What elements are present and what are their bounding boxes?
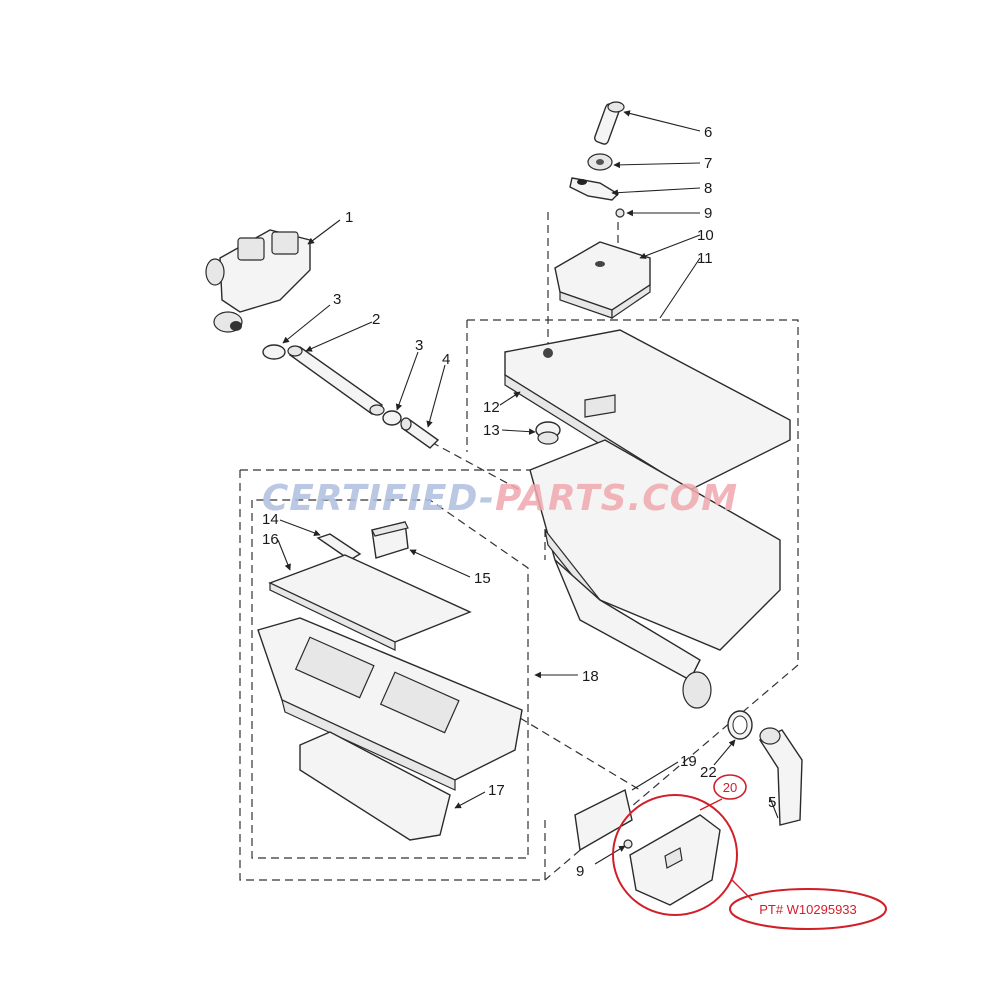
- part-18-dispenser-drawer: [257, 617, 523, 791]
- part-number-label: PT# W10295933: [759, 902, 857, 917]
- callout-12: 12: [483, 399, 500, 416]
- callout-19: 19: [680, 753, 697, 770]
- callout-17: 17: [488, 782, 505, 799]
- part-6-screw: [594, 101, 625, 145]
- part-11-dispenser-housing: [504, 329, 791, 709]
- part-2-hose: [287, 345, 385, 416]
- callout-16: 16: [262, 531, 279, 548]
- callout-7: 7: [704, 155, 712, 172]
- callout-11: 11: [697, 250, 713, 267]
- leader-dashed-drawer: [519, 717, 641, 791]
- part-4-connector: [400, 417, 440, 449]
- part-number-oval: [729, 888, 887, 930]
- highlight-connector: [699, 798, 723, 811]
- callout-labels: 1 2 3 3 4 5 6 7 8 9 9 10 11 12 13 14 15 …: [262, 124, 776, 880]
- part-19-bracket: [574, 788, 633, 852]
- callout-3-right: 3: [415, 337, 423, 354]
- part-20-drawer-handle: [629, 814, 721, 906]
- part-7-washer: [587, 153, 613, 171]
- part-14-siphon: [316, 533, 362, 561]
- callout-9-bottom: 9: [576, 863, 584, 880]
- part-8-gasket: [569, 177, 620, 201]
- callout-22: 22: [700, 764, 717, 781]
- part-1-water-valve: [205, 229, 311, 333]
- watermark: CERTIFIED- PARTS.COM: [262, 478, 738, 519]
- part-17-drawer-tray: [299, 731, 451, 841]
- highlight-circle-part-20: [713, 774, 747, 800]
- callout-14: 14: [262, 511, 279, 528]
- part-9-screw-top: [615, 208, 625, 218]
- callout-15: 15: [474, 570, 491, 587]
- callout-4: 4: [442, 351, 450, 368]
- callout-1: 1: [345, 209, 353, 226]
- assembly-boundary-11: [466, 319, 799, 881]
- callout-13: 13: [483, 422, 500, 439]
- part-5-elbow-hose: [758, 727, 803, 826]
- part-9-screw-bottom: [623, 839, 633, 849]
- callout-2: 2: [372, 311, 380, 328]
- callout-18: 18: [582, 668, 599, 685]
- callout-20: 20: [723, 780, 737, 795]
- part-10-mount: [554, 241, 651, 320]
- callout-9-top: 9: [704, 205, 712, 222]
- leader-lines: [277, 110, 779, 865]
- watermark-part-1: CERTIFIED-: [262, 478, 495, 519]
- highlight-circle-handle: [612, 794, 738, 916]
- callout-6: 6: [704, 124, 712, 141]
- callout-3-left: 3: [333, 291, 341, 308]
- leader-dashed-hose: [419, 435, 521, 491]
- callout-5: 5: [768, 794, 776, 811]
- part-3-clamp-right: [382, 410, 402, 426]
- part-22-ring: [727, 710, 753, 740]
- part-13-valve-cap: [535, 421, 561, 445]
- assembly-boundary-18-inner: [251, 499, 529, 859]
- callout-8: 8: [704, 180, 712, 197]
- watermark-part-2: PARTS.COM: [495, 478, 738, 519]
- highlight-annotation: 20 PT# W10295933: [612, 774, 887, 930]
- part-3-clamp-left: [262, 344, 286, 360]
- part-15-cap: [371, 521, 409, 559]
- highlight-connector-pn: [731, 879, 753, 901]
- callout-10: 10: [697, 227, 714, 244]
- part-16-drawer-lid: [268, 554, 472, 651]
